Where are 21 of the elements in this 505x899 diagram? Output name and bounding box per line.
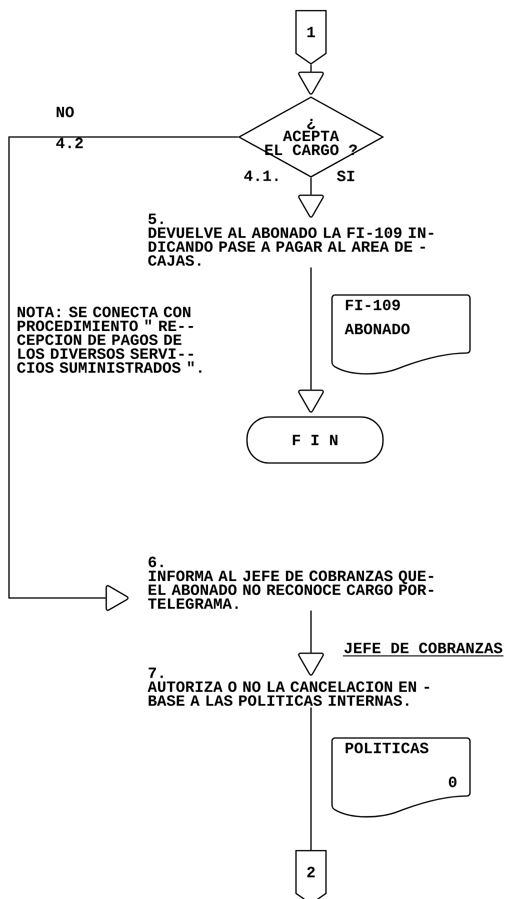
- triangle-symbol: [298, 652, 324, 676]
- connector-line: [310, 610, 312, 653]
- connector-line: [310, 64, 312, 72]
- triangle-symbol: [298, 390, 324, 413]
- offpage-connector: 2: [295, 850, 327, 899]
- triangle-symbol: [298, 72, 324, 95]
- underlined-heading: JEFE DE COBRANZAS: [342, 642, 504, 656]
- step-number: 4.1.: [244, 170, 278, 181]
- connector-line: [8, 136, 238, 599]
- step-number: 4.2: [56, 138, 83, 148]
- step-text: 6. INFORMA AL JEFE DE COBRANZAS QUE- EL ABONADO NO RECONOCE CARGO POR- TELEGRAMA.: [148, 556, 434, 609]
- connector-line: [310, 708, 312, 850]
- note-text: NOTA: SE CONECTA CON PROCEDIMIENTO " RE-- CEPCION DE PAGOS DE LOS DIVERSOS SERVI-- CIOS SUMINISTRADOS ".: [17, 306, 202, 373]
- triangle-symbol: [298, 194, 324, 218]
- step-text: 5. DEVUELVE AL ABONADO LA FI-109 IN- DICANDO PASE A PAGAR AL AREA DE - CAJAS.: [148, 214, 434, 266]
- connector-line: [310, 178, 312, 195]
- triangle-symbol: [106, 585, 129, 611]
- branch-label: NO: [56, 106, 74, 118]
- step-text: 7. AUTORIZA O NO LA CANCELACION EN - BASE A LAS POLITICAS INTERNAS.: [148, 668, 430, 706]
- connector-line: [310, 267, 312, 390]
- offpage-connector: 1: [295, 10, 327, 65]
